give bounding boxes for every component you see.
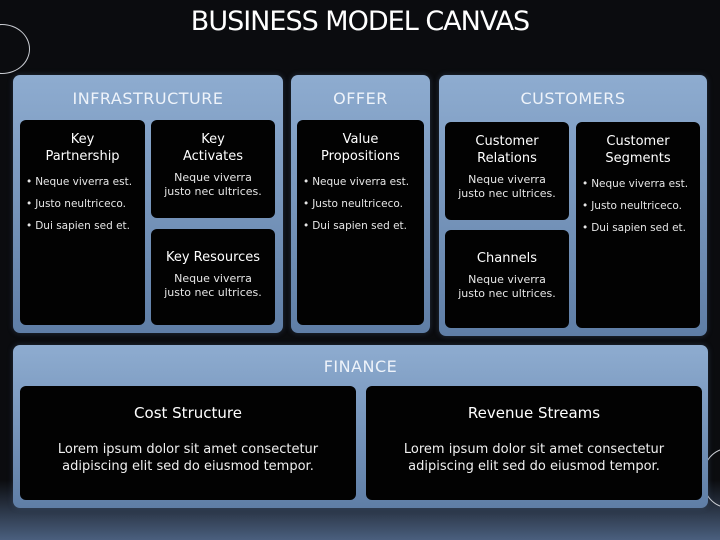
infrastructure-label: INFRASTRUCTURE — [72, 89, 224, 108]
bullet-item: Dui sapien sed et. — [303, 219, 424, 233]
finance-panel: FINANCE Cost Structure Lorem ipsum dolor… — [13, 345, 708, 508]
bullet-item: Dui sapien sed et. — [26, 219, 145, 233]
bullet-item: Neque viverra est. — [303, 175, 424, 189]
channels-text: Neque viverra justo nec ultrices. — [458, 273, 556, 300]
bullet-item: Neque viverra est. — [582, 177, 700, 191]
finance-label: FINANCE — [323, 357, 398, 376]
cost-structure-text: Lorem ipsum dolor sit amet consectetur a… — [57, 442, 319, 474]
customers-panel: CUSTOMERS Customer Relations Neque viver… — [439, 75, 707, 336]
key-resources-text: Neque viverra justo nec ultrices. — [164, 272, 262, 299]
key-resources-title: Key Resources — [165, 250, 261, 265]
offer-label: OFFER — [333, 89, 388, 108]
key-activates-text: Neque viverra justo nec ultrices. — [164, 171, 262, 198]
key-partnership-bullets: Neque viverra est. Justo neultriceco. Du… — [20, 175, 145, 233]
revenue-streams-box: Revenue Streams Lorem ipsum dolor sit am… — [366, 386, 702, 500]
channels-title: Channels — [476, 251, 538, 266]
key-resources-box: Key Resources Neque viverra justo nec ul… — [151, 229, 275, 325]
value-propositions-box: Value Propositions Neque viverra est. Ju… — [297, 120, 424, 325]
cost-structure-box: Cost Structure Lorem ipsum dolor sit ame… — [20, 386, 356, 500]
value-propositions-bullets: Neque viverra est. Justo neultriceco. Du… — [297, 175, 424, 233]
revenue-streams-text: Lorem ipsum dolor sit amet consectetur a… — [403, 442, 665, 474]
page-title: BUSINESS MODEL CANVAS — [190, 6, 530, 37]
bullet-item: Justo neultriceco. — [26, 197, 145, 211]
key-activates-box: Key Activates Neque viverra justo nec ul… — [151, 120, 275, 218]
bullet-item: Justo neultriceco. — [303, 197, 424, 211]
key-partnership-box: Key Partnership Neque viverra est. Justo… — [20, 120, 145, 325]
key-activates-title: Key Activates — [182, 132, 244, 164]
customers-label: CUSTOMERS — [520, 89, 626, 108]
customer-relations-text: Neque viverra justo nec ultrices. — [458, 173, 556, 200]
infrastructure-panel: INFRASTRUCTURE Key Partnership Neque viv… — [13, 75, 283, 333]
customer-relations-title: Customer Relations — [475, 134, 539, 166]
bullet-item: Justo neultriceco. — [582, 199, 700, 213]
customer-segments-bullets: Neque viverra est. Justo neultriceco. Du… — [576, 177, 700, 235]
channels-box: Channels Neque viverra justo nec ultrice… — [445, 230, 569, 328]
customer-segments-title: Customer Segments — [605, 134, 671, 166]
bullet-item: Dui sapien sed et. — [582, 221, 700, 235]
key-partnership-title: Key Partnership — [45, 132, 120, 164]
cost-structure-title: Cost Structure — [134, 404, 242, 422]
revenue-streams-title: Revenue Streams — [467, 404, 601, 422]
customer-relations-box: Customer Relations Neque viverra justo n… — [445, 122, 569, 220]
value-propositions-title: Value Propositions — [321, 132, 400, 164]
customer-segments-box: Customer Segments Neque viverra est. Jus… — [576, 122, 700, 328]
offer-panel: OFFER Value Propositions Neque viverra e… — [291, 75, 430, 333]
bullet-item: Neque viverra est. — [26, 175, 145, 189]
